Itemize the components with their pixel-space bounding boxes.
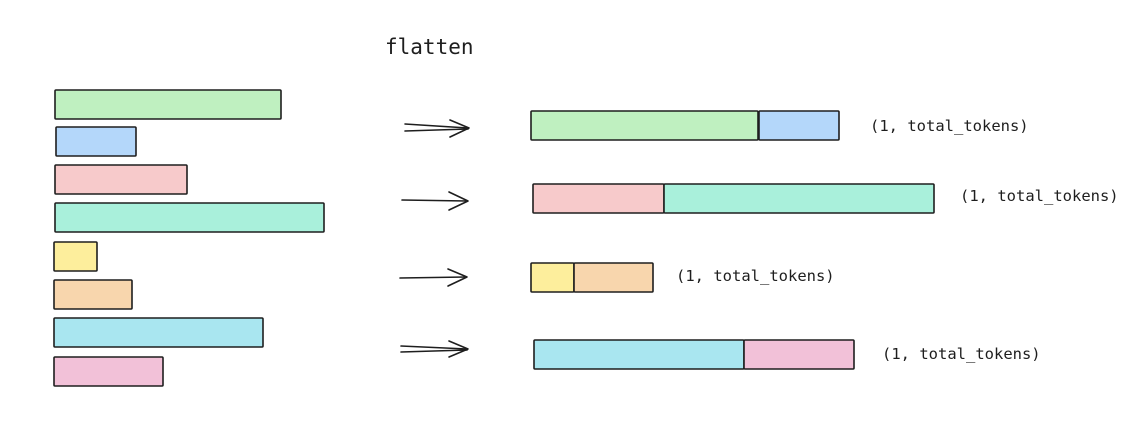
flattened-row-2: (1, total_tokens) [532,183,1119,214]
input-sequences [53,89,325,387]
flatten-arrow-4 [400,340,469,358]
input-sequence-3 [54,164,188,195]
input-sequence-8 [53,356,164,387]
row-2-segment-1 [532,183,665,214]
row-3-shape-label: (1, total_tokens) [676,267,835,285]
flatten-arrow-3 [399,268,468,287]
row-4-segment-2 [743,339,855,370]
row-3-segment-1 [530,262,575,293]
input-sequence-5 [53,241,98,272]
input-sequence-6 [53,279,133,310]
arrows [399,119,470,358]
flatten-arrow-1 [404,119,470,138]
input-sequence-1 [54,89,282,120]
flatten-arrow-2 [401,191,469,211]
row-1-segment-1 [530,110,759,141]
flattened-rows: (1, total_tokens) (1, total_tokens) (1, … [530,110,1119,370]
row-1-shape-label: (1, total_tokens) [870,117,1029,135]
row-4-segment-1 [533,339,745,370]
row-4-shape-label: (1, total_tokens) [882,345,1041,363]
row-3-segment-2 [573,262,654,293]
row-2-segment-2 [663,183,935,214]
input-sequence-7 [53,317,264,348]
flattened-row-4: (1, total_tokens) [533,339,1041,370]
row-1-segment-2 [758,110,840,141]
flattened-row-3: (1, total_tokens) [530,262,835,293]
input-sequence-4 [54,202,325,233]
flattened-row-1: (1, total_tokens) [530,110,1029,141]
diagram-title: flatten [385,35,474,59]
row-2-shape-label: (1, total_tokens) [960,187,1119,205]
input-sequence-2 [55,126,137,157]
